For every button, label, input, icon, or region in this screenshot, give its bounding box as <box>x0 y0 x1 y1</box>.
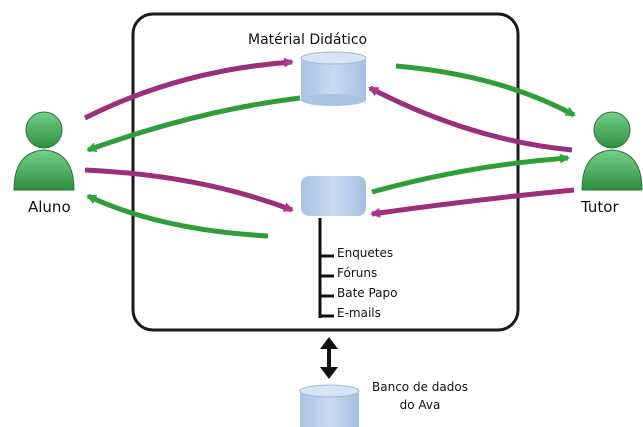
material-database-icon <box>300 51 367 106</box>
tool-bate-papo: Bate Papo <box>337 286 398 300</box>
material-to-tutor-arrow <box>395 63 576 118</box>
tool-emails: E-mails <box>337 306 381 320</box>
tutor-to-material-arrow <box>368 85 573 153</box>
tools-tree <box>318 218 334 318</box>
aluno-person-icon <box>13 111 75 191</box>
tutor-label: Tutor <box>581 198 619 216</box>
hub-to-tutor-arrow <box>371 153 570 195</box>
aluno-to-hub-arrow <box>84 167 294 213</box>
database-label-line2: do Ava <box>399 398 441 412</box>
tutor-to-hub-arrow <box>370 187 575 218</box>
tool-foruns: Fóruns <box>337 266 378 280</box>
tool-enquetes: Enquetes <box>337 246 394 260</box>
hub-to-aluno-arrow <box>86 193 269 239</box>
material-to-aluno-arrow <box>86 95 301 153</box>
communication-hub-icon <box>301 176 366 216</box>
material-title: Matérial Didático <box>248 32 368 48</box>
database-label-line1: Banco de dados <box>372 380 468 394</box>
tutor-person-icon <box>581 111 643 191</box>
aluno-label: Aluno <box>28 198 71 216</box>
double-arrow-icon <box>320 337 338 379</box>
aluno-to-material-arrow <box>83 57 294 121</box>
database-cylinder-icon <box>299 384 360 427</box>
